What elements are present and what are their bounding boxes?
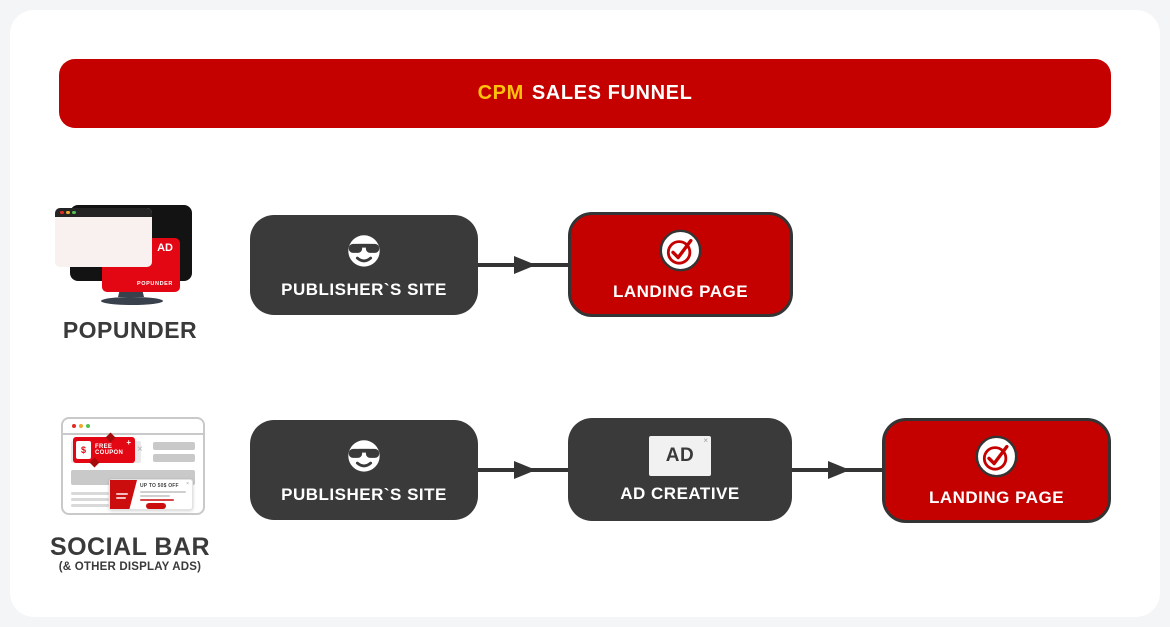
row-caption-popunder: POPUNDER [35, 317, 225, 344]
step-landing-page-row1: LANDING PAGE [568, 212, 793, 317]
offer-title: UP TO 50$ OFF [140, 483, 179, 489]
cool-face-icon [348, 234, 380, 267]
offer-notification-card: × UP TO 50$ OFF [109, 479, 193, 510]
ad-banner-icon: AD × [649, 435, 711, 476]
browser-titlebar [55, 208, 152, 217]
browser-window-icon [55, 208, 152, 267]
red-text-line [140, 499, 174, 501]
check-circle-icon [659, 229, 702, 271]
placeholder-block [153, 454, 195, 462]
page-title: CPM SALES FUNNEL [478, 82, 693, 105]
coupon-pin-icon [89, 457, 100, 468]
browser-window-icon: × $ FREE COUPON + × UP TO 50$ OFF [61, 417, 205, 515]
text-line [116, 493, 128, 495]
close-icon: × [137, 444, 143, 455]
yellow-dot-icon [66, 210, 70, 215]
arrow-connector [478, 461, 568, 479]
notification-red-panel [110, 480, 137, 509]
step-label: LANDING PAGE [928, 487, 1065, 507]
browser-titlebar [63, 419, 203, 435]
ad-banner-label: AD [665, 444, 695, 466]
step-label: LANDING PAGE [612, 281, 749, 301]
social-bar-label: SOCIAL BAR [49, 533, 211, 561]
arrow-connector [792, 461, 882, 479]
red-dot-icon [72, 424, 76, 428]
cool-face-icon [348, 439, 380, 472]
step-ad-creative: AD × AD CREATIVE [568, 418, 792, 521]
popunder-illustration: AD POPUNDER [55, 202, 205, 314]
step-label: PUBLISHER`S SITE [281, 484, 447, 504]
arrow-connector [478, 256, 568, 274]
dollar-icon: $ [76, 441, 91, 459]
red-dot-icon [60, 210, 64, 215]
infographic-card: CPM SALES FUNNEL AD POPUNDER POPUNDER [10, 10, 1160, 617]
free-coupon-badge: $ FREE COUPON + [73, 432, 135, 468]
monitor-base [101, 297, 163, 305]
social-bar-illustration: × $ FREE COUPON + × UP TO 50$ OFF [58, 412, 208, 520]
step-publishers-site-row2: PUBLISHER`S SITE [250, 420, 478, 520]
step-publishers-site-row1: PUBLISHER`S SITE [250, 215, 478, 315]
popunder-card-label: POPUNDER [137, 281, 173, 287]
ad-badge-label: AD [157, 242, 173, 254]
placeholder-line [71, 492, 109, 495]
text-line [116, 497, 126, 499]
header-banner: CPM SALES FUNNEL [59, 59, 1111, 128]
row-caption-social-bar: SOCIAL BAR (& OTHER DISPLAY ADS) [35, 534, 225, 574]
cta-pill [146, 503, 166, 509]
placeholder-line [71, 498, 109, 501]
green-dot-icon [72, 210, 76, 215]
placeholder-block [153, 442, 195, 450]
popunder-label: POPUNDER [62, 317, 198, 343]
close-icon: × [703, 435, 708, 445]
check-circle-icon [975, 435, 1018, 477]
text-line [140, 495, 170, 497]
title-rest: SALES FUNNEL [531, 82, 693, 104]
plus-icon: + [126, 438, 131, 447]
green-dot-icon [86, 424, 90, 428]
yellow-dot-icon [79, 424, 83, 428]
text-line [140, 491, 186, 493]
title-accent: CPM [477, 82, 524, 104]
coupon-label: FREE COUPON [95, 443, 124, 457]
placeholder-line [71, 504, 109, 507]
step-label: AD CREATIVE [620, 483, 740, 503]
social-bar-sublabel: (& OTHER DISPLAY ADS) [58, 561, 202, 573]
close-icon: × [186, 481, 189, 487]
step-label: PUBLISHER`S SITE [281, 279, 447, 299]
step-landing-page-row2: LANDING PAGE [882, 418, 1111, 523]
